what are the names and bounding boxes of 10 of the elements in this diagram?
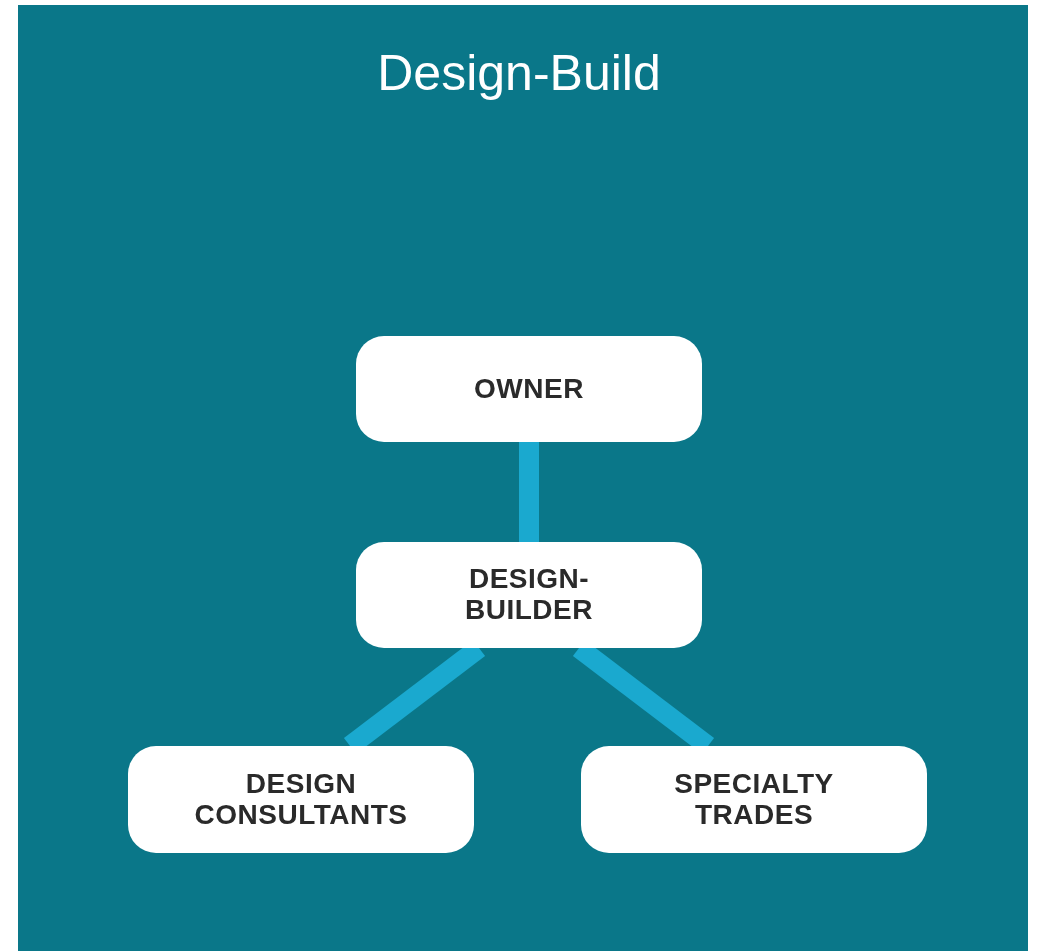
connector-line	[519, 442, 539, 542]
rounded-box	[128, 746, 474, 853]
node-label: OWNER	[474, 373, 584, 405]
rounded-box	[581, 746, 927, 853]
node-label: SPECIALTY TRADES	[673, 768, 835, 831]
node-label: DESIGN CONSULTANTS	[193, 768, 409, 831]
rounded-box	[356, 542, 702, 648]
node-label: DESIGN-BUILDER	[464, 564, 594, 626]
rounded-box	[356, 336, 702, 442]
title: Design-Build	[376, 44, 662, 102]
